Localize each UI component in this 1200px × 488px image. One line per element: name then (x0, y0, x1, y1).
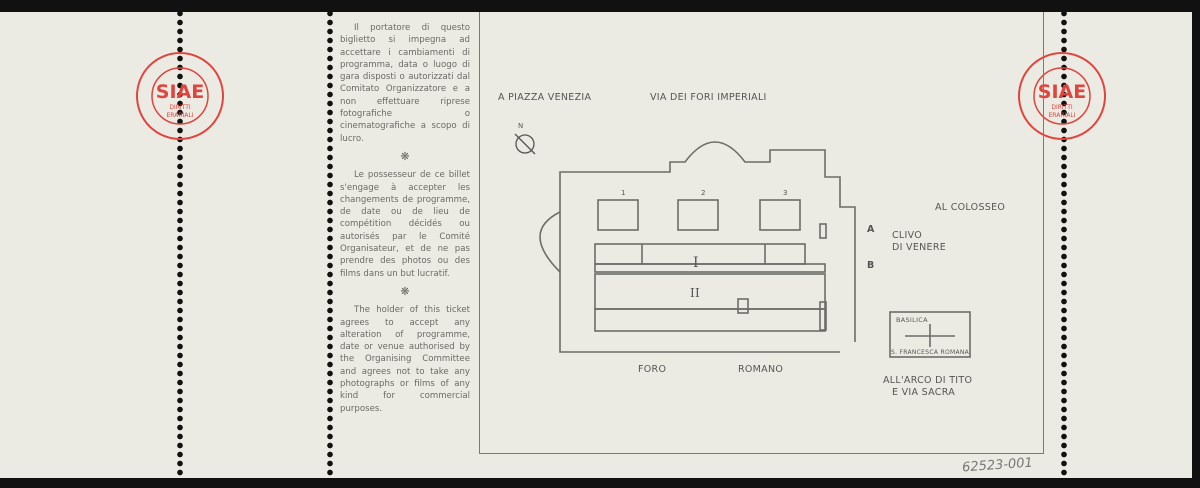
siae-seal-left: SIAE DIRITTI ERARIALI (136, 52, 224, 140)
label-piazza-venezia: A PIAZZA VENEZIA (498, 92, 592, 103)
label-via-sacra: E VIA SACRA (892, 387, 956, 398)
gate-a: A (867, 224, 875, 235)
label-colosseo: AL COLOSSEO (935, 202, 1006, 213)
sector-2: II (690, 286, 701, 300)
room-1: 1 (621, 189, 626, 197)
venue-map: A PIAZZA VENEZIA VIA DEI FORI IMPERIALI … (479, 12, 1044, 454)
ticket-back (0, 12, 1192, 478)
separator: ❋ (400, 284, 410, 298)
terms-italian: Il portatore di questo biglietto si impe… (340, 23, 470, 144)
svg-text:ERARIALI: ERARIALI (1049, 112, 1076, 119)
room-2: 2 (701, 189, 706, 197)
perforation-left (177, 0, 183, 488)
label-romano: ROMANO (738, 364, 784, 375)
room-3: 3 (783, 189, 788, 197)
label-arco: ALL'ARCO DI TITO (883, 375, 973, 386)
north-label: N (518, 122, 524, 130)
perforation-middle (327, 0, 333, 488)
terms-french: Le possesseur de ce billet s'engage à ac… (340, 170, 470, 279)
terms-english: The holder of this ticket agrees to acce… (340, 305, 470, 414)
basilica-plan (514, 133, 971, 358)
gate-b: B (867, 260, 875, 271)
sector-1: I (693, 255, 699, 271)
ticket-terms: Il portatore di questo biglietto si impe… (340, 22, 470, 415)
svg-text:SIAE: SIAE (1038, 81, 1086, 103)
label-foro: FORO (638, 364, 667, 375)
label-via-fori: VIA DEI FORI IMPERIALI (650, 92, 767, 103)
label-clivo: CLIVO (892, 230, 923, 241)
svg-text:SIAE: SIAE (156, 81, 204, 103)
label-francesca: S. FRANCESCA ROMANA (891, 349, 970, 356)
label-basilica: BASILICA (896, 316, 928, 324)
perforation-right (1061, 0, 1067, 488)
svg-text:ERARIALI: ERARIALI (167, 112, 194, 119)
svg-text:DIRITTI: DIRITTI (169, 104, 191, 111)
svg-text:DIRITTI: DIRITTI (1051, 104, 1073, 111)
siae-seal-right: SIAE DIRITTI ERARIALI (1018, 52, 1106, 140)
label-venere: DI VENERE (892, 242, 947, 253)
separator: ❋ (400, 149, 410, 163)
